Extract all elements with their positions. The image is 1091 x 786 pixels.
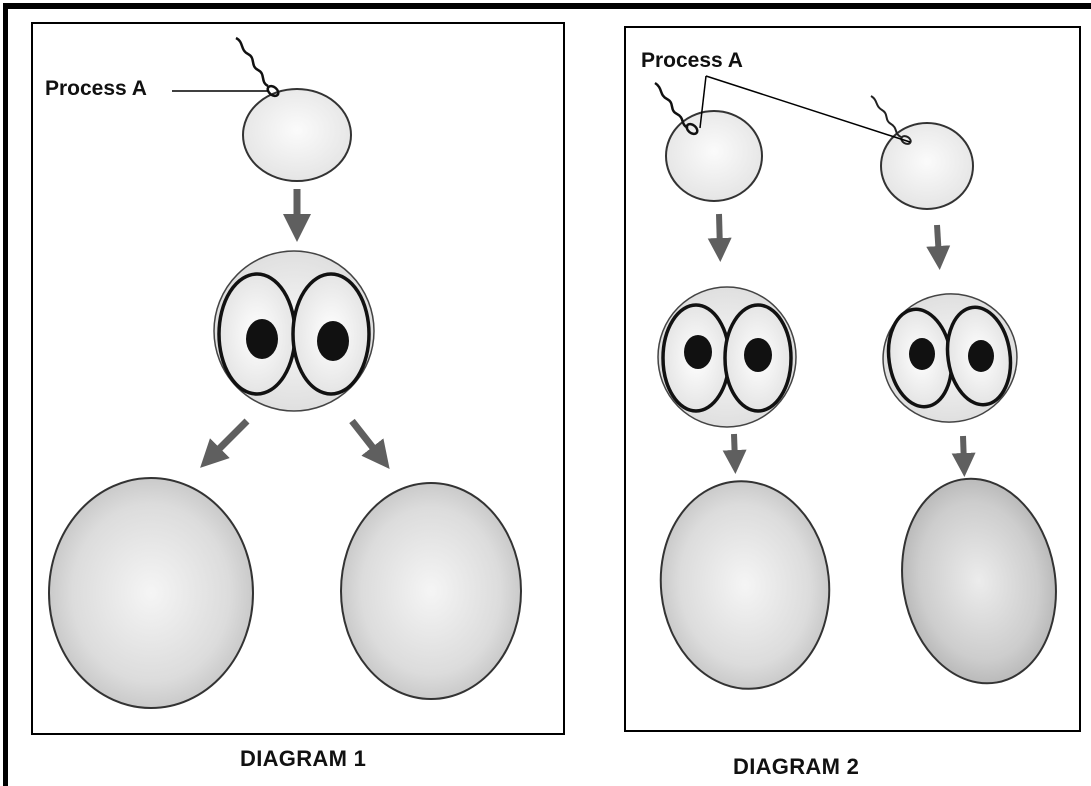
two-cell-stage-right	[882, 293, 1018, 423]
arrow-down-right	[349, 418, 390, 470]
process-a-label: Process A	[45, 77, 147, 100]
two-cell-stage	[213, 250, 375, 412]
process-a-label: Process A	[641, 49, 743, 72]
sperm-head	[685, 122, 699, 136]
diagram-1-artwork	[48, 36, 522, 709]
arrow-down	[951, 435, 976, 477]
nucleus	[317, 321, 349, 361]
sperm-icon	[235, 36, 269, 88]
nucleus	[968, 340, 994, 372]
arrow-down	[707, 213, 732, 262]
sperm-icon	[870, 95, 902, 138]
arrow-down	[926, 224, 951, 270]
egg-cell	[242, 88, 352, 182]
daughter-embryo-left	[48, 477, 254, 709]
outer-frame	[3, 3, 1091, 786]
daughter-embryo-right	[340, 482, 522, 700]
arrow-down-left	[200, 418, 250, 468]
daughter-embryo-left	[659, 480, 831, 690]
sperm-icon	[654, 81, 689, 130]
arrow-down	[722, 433, 747, 474]
two-cell-stage-left	[657, 286, 797, 428]
diagram-2-caption: DIAGRAM 2	[733, 754, 860, 779]
nucleus	[684, 335, 712, 369]
sperm-head	[266, 84, 280, 98]
nucleus	[909, 338, 935, 370]
process-a-leader-line	[705, 75, 911, 143]
daughter-embryo-right	[901, 477, 1057, 685]
sperm-head	[900, 135, 912, 145]
egg-cell-right	[880, 122, 974, 210]
diagram-2-artwork	[654, 75, 1057, 690]
egg-cell-left	[665, 110, 763, 202]
process-a-leader-line	[699, 75, 707, 129]
nucleus	[246, 319, 278, 359]
diagram-1-caption: DIAGRAM 1	[240, 746, 367, 771]
nucleus	[744, 338, 772, 372]
